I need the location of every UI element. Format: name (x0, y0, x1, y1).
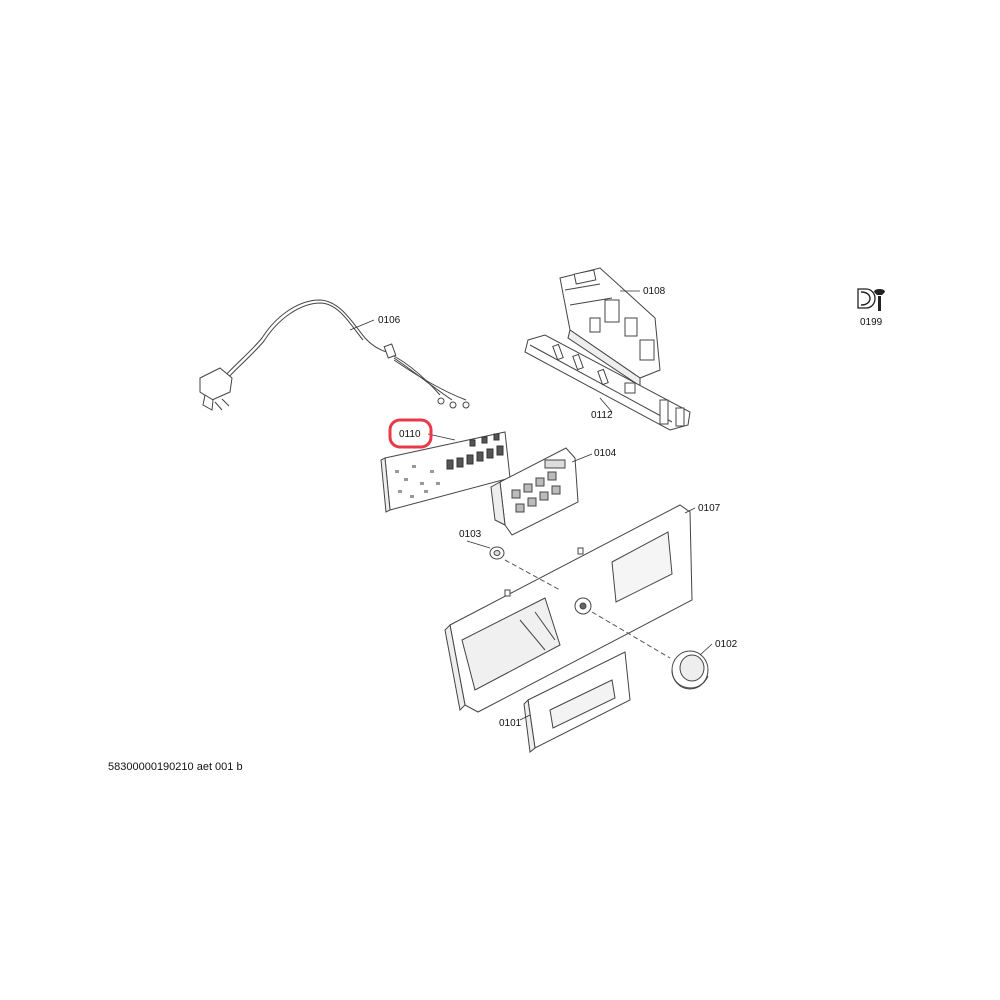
label-0102: 0102 (715, 639, 738, 650)
knob-0102[interactable] (672, 651, 708, 689)
assembly-lines (504, 559, 671, 659)
leader-lines (349, 290, 713, 721)
label-0110: 0110 (399, 429, 421, 440)
power-cord-0106[interactable] (200, 300, 469, 410)
label-0106: 0106 (378, 315, 401, 326)
control-module-0110[interactable] (381, 432, 510, 512)
label-0103: 0103 (459, 529, 482, 540)
label-0101: 0101 (499, 718, 522, 729)
label-0108: 0108 (643, 286, 666, 297)
drawing-code: 58300000190210 aet 001 b (108, 761, 243, 773)
highlight-ring-0110 (388, 418, 433, 449)
rail-0112[interactable] (525, 335, 690, 430)
label-0199: 0199 (860, 317, 883, 328)
button-panel-0104[interactable] (491, 448, 578, 535)
wrench-icon[interactable] (857, 287, 887, 311)
fascia-panel-0107[interactable] (445, 505, 692, 712)
knob-0103[interactable] (490, 547, 504, 559)
drawer-handle-0101[interactable] (524, 652, 630, 752)
label-0112: 0112 (591, 410, 613, 421)
label-0104: 0104 (594, 448, 617, 459)
label-0107: 0107 (698, 503, 721, 514)
